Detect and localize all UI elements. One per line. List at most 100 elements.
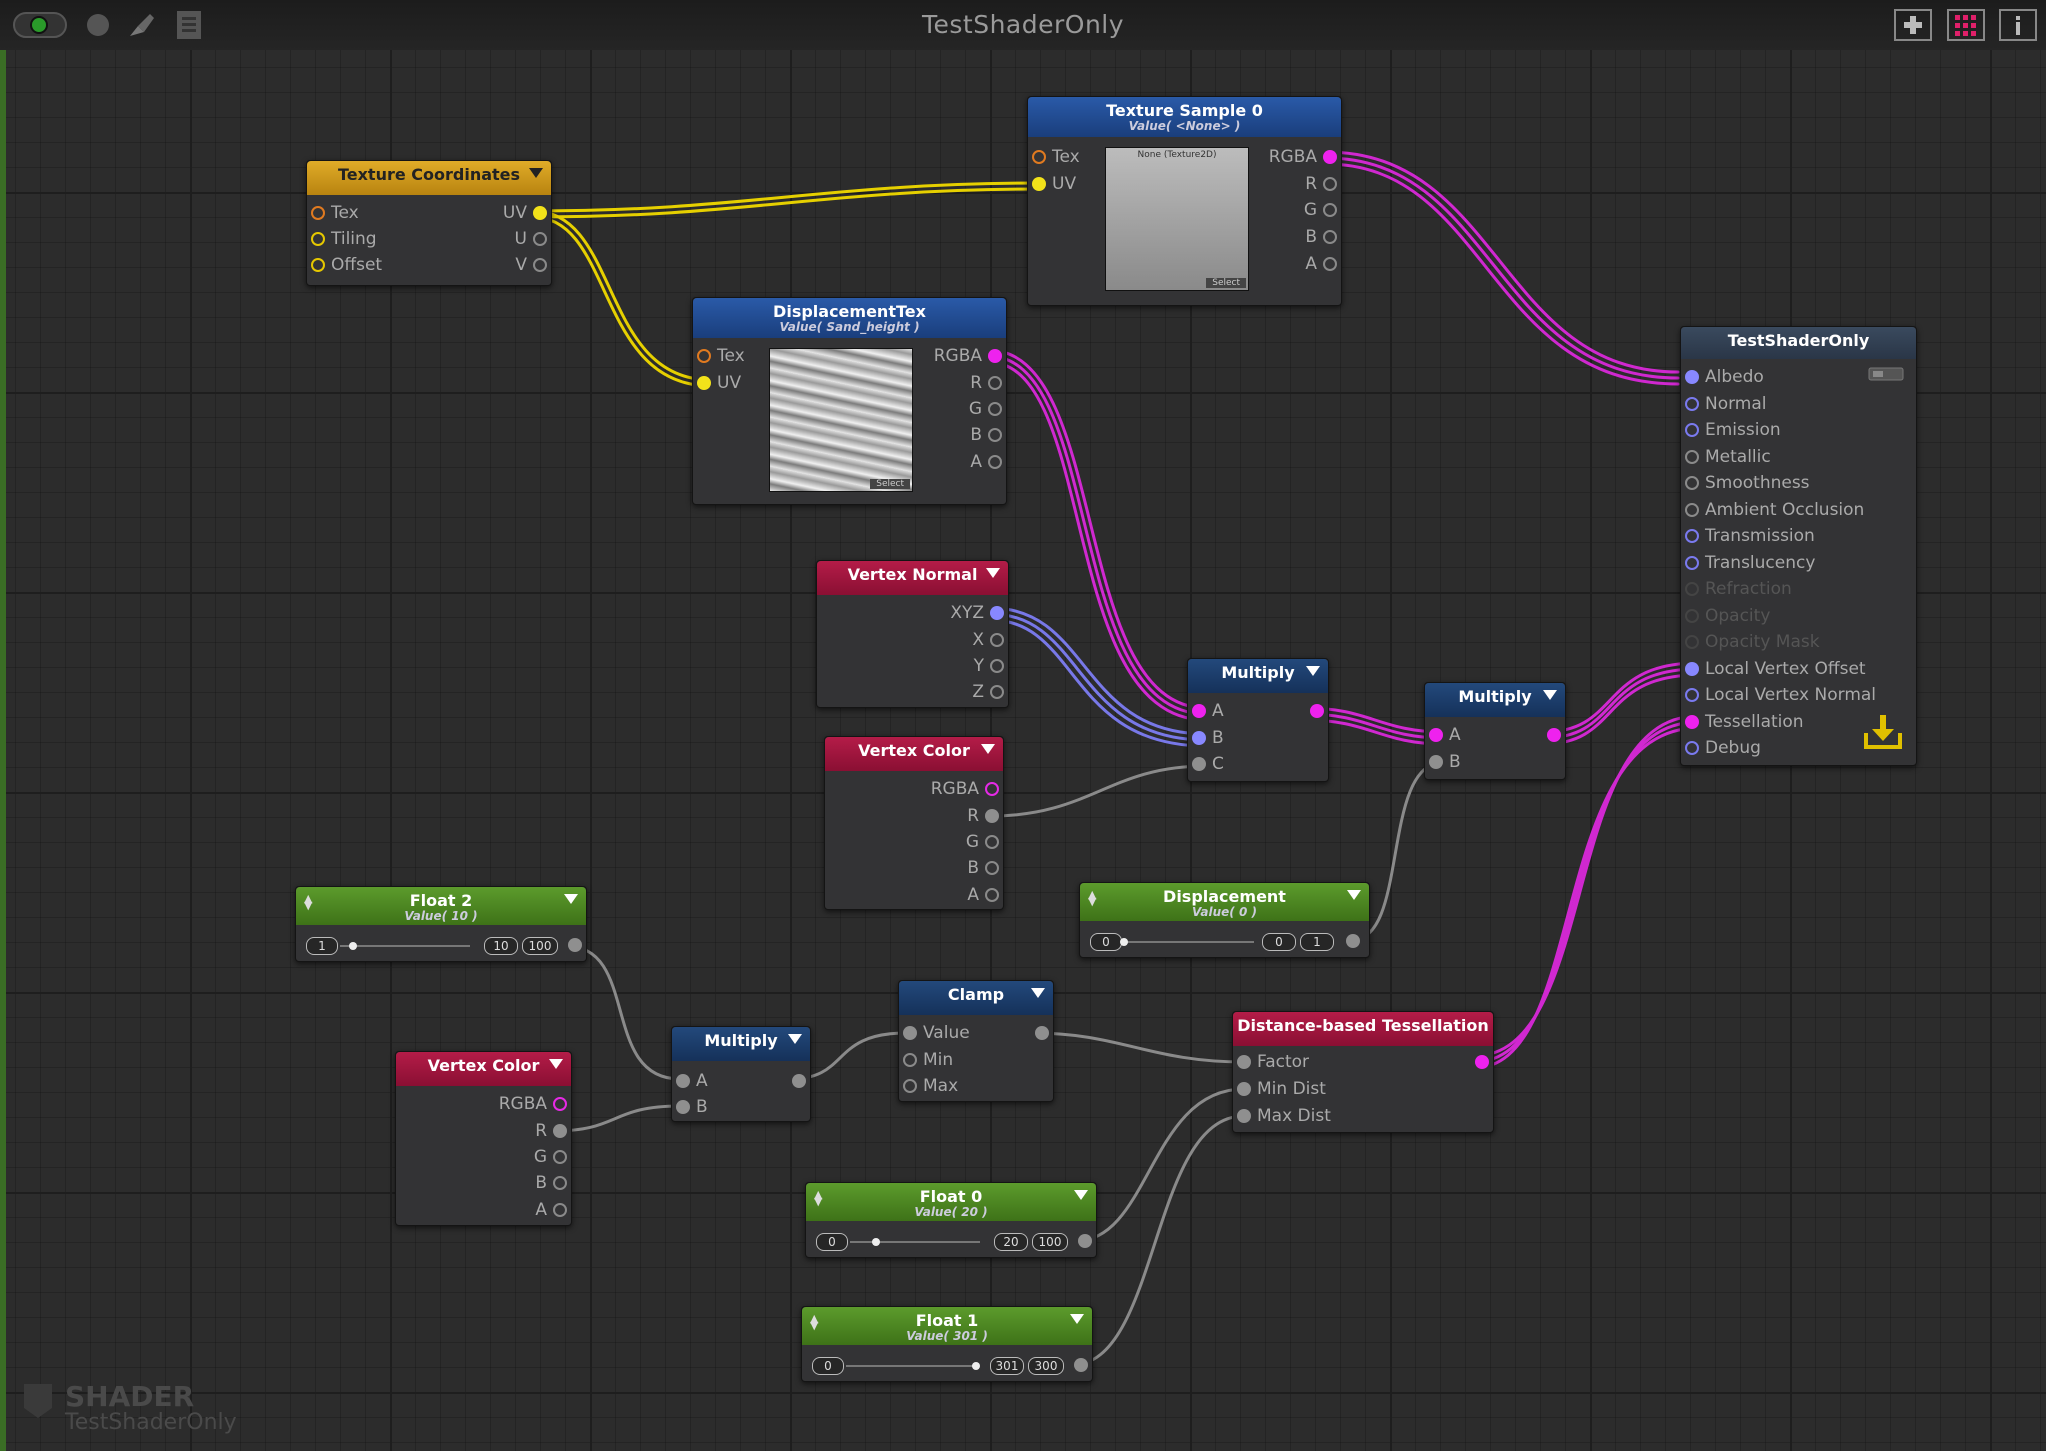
live-mode-icon[interactable] <box>12 10 68 40</box>
min-field[interactable]: 0 <box>1090 933 1122 951</box>
port-tex[interactable]: Tex <box>693 346 745 366</box>
reorder-arrows-icon[interactable]: ▲▼ <box>810 1312 819 1332</box>
slider-knob[interactable] <box>972 1362 980 1370</box>
dropdown-arrow-icon[interactable] <box>1347 890 1361 900</box>
port-g-out[interactable]: G <box>534 1147 571 1167</box>
port-a-out[interactable]: A <box>535 1200 571 1220</box>
port-metallic[interactable]: Metallic <box>1681 447 1771 467</box>
port-a-out[interactable]: A <box>970 452 1006 472</box>
port-b-out[interactable]: B <box>535 1173 571 1193</box>
port-max-dist[interactable]: Max Dist <box>1233 1106 1331 1126</box>
vertex-color-node[interactable]: Vertex Color RGBA R G B A <box>824 736 1004 910</box>
port-min-dist[interactable]: Min Dist <box>1233 1079 1326 1099</box>
node-header[interactable]: Texture Coordinates <box>307 161 551 195</box>
port-rgba-out[interactable]: RGBA <box>499 1094 571 1114</box>
dropdown-arrow-icon[interactable] <box>986 568 1000 578</box>
max-field[interactable]: 100 <box>522 937 558 955</box>
port-b[interactable]: B <box>672 1097 708 1117</box>
port-u-out[interactable]: U <box>515 229 551 249</box>
port-a-out[interactable]: A <box>1305 254 1341 274</box>
port-b-out[interactable]: B <box>967 858 1003 878</box>
port-z-out[interactable]: Z <box>972 682 1008 702</box>
slider-track[interactable] <box>850 1241 980 1243</box>
port-value[interactable]: Value <box>899 1023 970 1043</box>
port-out[interactable] <box>1346 934 1360 948</box>
port-v-out[interactable]: V <box>515 255 551 275</box>
node-header[interactable]: Multiply <box>1188 659 1328 693</box>
value-slider[interactable]: 1 10 100 <box>306 937 582 955</box>
node-header[interactable]: Vertex Color <box>825 737 1003 771</box>
texture-preview[interactable]: Select <box>769 348 913 492</box>
multiply-node-2[interactable]: Multiply A B <box>1424 682 1566 780</box>
vertex-color-node-2[interactable]: Vertex Color RGBA R G B A <box>395 1051 572 1226</box>
port-b[interactable]: B <box>1188 728 1224 748</box>
multiply-node-3[interactable]: Multiply A B <box>671 1026 811 1122</box>
port-r-out[interactable]: R <box>535 1121 571 1141</box>
dropdown-arrow-icon[interactable] <box>564 894 578 904</box>
add-node-icon[interactable] <box>1893 8 1933 42</box>
value-field[interactable]: 0 <box>1262 933 1296 951</box>
port-translucency[interactable]: Translucency <box>1681 553 1815 573</box>
port-x-out[interactable]: X <box>972 630 1008 650</box>
port-r-out[interactable]: R <box>967 806 1003 826</box>
dropdown-arrow-icon[interactable] <box>549 1059 563 1069</box>
node-header[interactable]: TestShaderOnly <box>1681 327 1916 359</box>
min-field[interactable]: 0 <box>816 1233 848 1251</box>
port-out[interactable] <box>1078 1234 1092 1248</box>
node-header[interactable]: Distance-based Tessellation <box>1233 1012 1493 1046</box>
min-field[interactable]: 1 <box>306 937 338 955</box>
port-uv-out[interactable]: UV <box>503 203 551 223</box>
dropdown-arrow-icon[interactable] <box>529 168 543 178</box>
port-local-vertex-normal[interactable]: Local Vertex Normal <box>1681 685 1876 705</box>
port-transmission[interactable]: Transmission <box>1681 526 1815 546</box>
port-out[interactable] <box>1074 1358 1088 1372</box>
port-max[interactable]: Max <box>899 1076 958 1096</box>
value-field[interactable]: 20 <box>994 1233 1028 1251</box>
port-a-out[interactable]: A <box>967 885 1003 905</box>
value-slider[interactable]: 0 301 300 <box>812 1357 1088 1375</box>
min-field[interactable]: 0 <box>812 1357 844 1375</box>
node-header[interactable]: Multiply <box>1425 683 1565 717</box>
port-emission[interactable]: Emission <box>1681 420 1781 440</box>
port-factor[interactable]: Factor <box>1233 1052 1309 1072</box>
port-ambient-occlusion[interactable]: Ambient Occlusion <box>1681 500 1864 520</box>
brush-tool-icon[interactable] <box>124 8 158 42</box>
port-local-vertex-offset[interactable]: Local Vertex Offset <box>1681 659 1866 679</box>
dropdown-arrow-icon[interactable] <box>1031 988 1045 998</box>
slider-track[interactable] <box>340 945 470 947</box>
max-field[interactable]: 300 <box>1028 1357 1064 1375</box>
texture-preview[interactable]: None (Texture2D) Select <box>1105 147 1249 291</box>
port-tex[interactable]: Tex <box>1028 147 1080 167</box>
port-tiling[interactable]: Tiling <box>307 229 377 249</box>
slider-track[interactable] <box>846 1365 976 1367</box>
save-download-icon[interactable] <box>1862 713 1904 751</box>
port-tex[interactable]: Tex <box>307 203 359 223</box>
port-uv[interactable]: UV <box>693 373 741 393</box>
max-field[interactable]: 100 <box>1032 1233 1068 1251</box>
select-texture-button[interactable]: Select <box>1206 278 1246 288</box>
reorder-arrows-icon[interactable]: ▲▼ <box>814 1188 823 1208</box>
port-g-out[interactable]: G <box>966 832 1003 852</box>
dropdown-arrow-icon[interactable] <box>1306 666 1320 676</box>
node-header[interactable]: Vertex Normal <box>817 561 1008 595</box>
port-out[interactable] <box>568 938 582 952</box>
grid-toggle-icon[interactable] <box>1946 8 1986 42</box>
port-rgba-out[interactable]: RGBA <box>1269 147 1341 167</box>
output-master-node[interactable]: TestShaderOnly Albedo Normal Emission Me… <box>1680 326 1917 766</box>
port-smoothness[interactable]: Smoothness <box>1681 473 1810 493</box>
preview-toggle-icon[interactable] <box>1868 367 1904 381</box>
dropdown-arrow-icon[interactable] <box>1074 1190 1088 1200</box>
max-field[interactable]: 1 <box>1300 933 1334 951</box>
value-field[interactable]: 10 <box>484 937 518 955</box>
port-r-out[interactable]: R <box>1305 174 1341 194</box>
port-debug[interactable]: Debug <box>1681 738 1761 758</box>
port-c[interactable]: C <box>1188 754 1224 774</box>
port-min[interactable]: Min <box>899 1050 953 1070</box>
port-r-out[interactable]: R <box>970 373 1006 393</box>
